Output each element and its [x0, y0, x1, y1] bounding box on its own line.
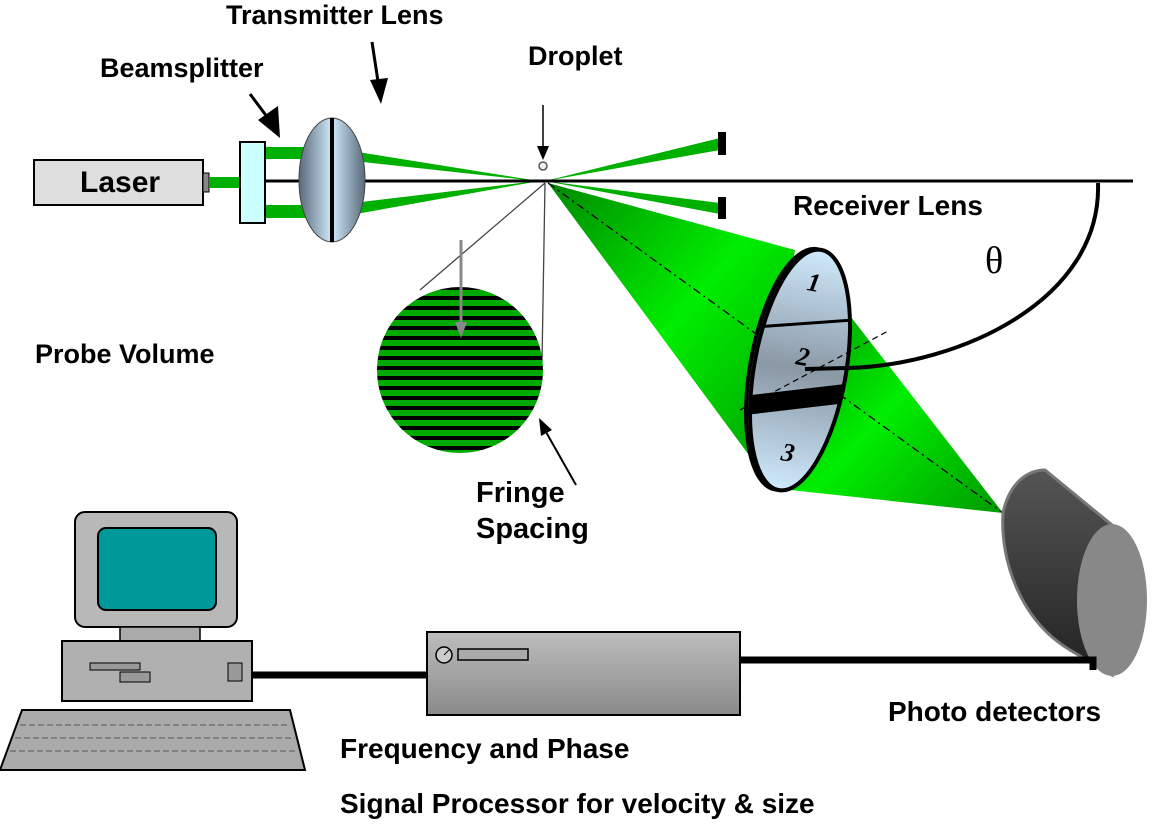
probe-volume-label: Probe Volume	[35, 339, 215, 369]
velocity-arrowhead	[455, 322, 467, 338]
detector-cable	[740, 656, 1097, 670]
magnify-line-left	[419, 182, 546, 291]
beamsplitter	[239, 141, 266, 224]
beamsplitter-arrow	[248, 93, 270, 119]
upper-beam-focused	[345, 150, 545, 182]
fringe-arrow	[545, 431, 577, 486]
receiver-lens-label: Receiver Lens	[793, 190, 983, 221]
laser	[33, 159, 204, 206]
fringe-arrowhead	[539, 418, 552, 436]
segment-2: 2	[793, 341, 812, 372]
segment-3: 3	[778, 437, 797, 468]
beamsplitter-arrowhead	[258, 106, 280, 138]
collection-cone	[548, 183, 795, 470]
lower-beam-focused	[345, 180, 545, 216]
computer	[0, 511, 307, 771]
beam-stop-upper	[718, 132, 726, 155]
spacing-label: Spacing	[476, 513, 589, 545]
lower-beam-exit	[545, 181, 720, 214]
transmitter-lens-label: Transmitter Lens	[226, 0, 444, 30]
theta-label: θ	[985, 240, 1003, 282]
processor-label-line1: Frequency and Phase	[340, 733, 629, 764]
droplet-label: Droplet	[528, 41, 623, 71]
droplet	[538, 161, 548, 171]
transmitter-arrowhead	[370, 78, 388, 104]
processor-label-line2: Signal Processor for velocity & size	[340, 788, 815, 819]
photo-detector	[1001, 468, 1147, 678]
upper-beam-exit	[545, 138, 720, 181]
beam-stop-lower	[718, 197, 726, 219]
photo-detectors-label: Photo detectors	[888, 696, 1101, 727]
probe-volume-fringes	[377, 287, 543, 453]
droplet-arrowhead	[537, 146, 549, 160]
magnify-line-right	[541, 182, 546, 363]
segment-1: 1	[805, 267, 823, 298]
beamsplitter-label: Beamsplitter	[100, 53, 264, 83]
laser-aperture	[202, 172, 210, 193]
fringe-label: Fringe	[476, 477, 565, 509]
laser-beam	[209, 177, 240, 188]
signal-processor	[426, 631, 741, 716]
angle-arc	[804, 182, 1101, 371]
laser-label: Laser	[80, 166, 160, 199]
optical-axis-dashed	[547, 182, 1004, 514]
